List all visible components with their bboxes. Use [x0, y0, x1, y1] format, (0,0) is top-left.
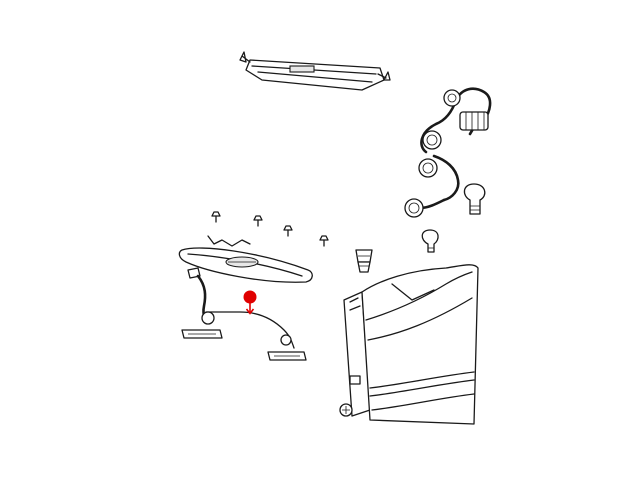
mounting-bolt[interactable]	[339, 403, 353, 417]
light-bar-push-pins[interactable]	[211, 211, 329, 247]
harness-connector-top	[443, 89, 461, 107]
mount-stud-right	[377, 71, 391, 81]
push-pin	[253, 215, 263, 227]
center-high-mount-stop-lamp[interactable]	[239, 51, 391, 91]
mount-stud-left	[239, 51, 251, 63]
license-plate-lamp-left	[181, 329, 223, 339]
tail-lamp-wiring-harness[interactable]	[404, 87, 492, 218]
license-plate-lamp-right	[267, 351, 307, 361]
tail-lamp-bulbs[interactable]	[421, 183, 486, 253]
bulb-socket-upper	[422, 130, 442, 150]
push-pin	[319, 235, 329, 247]
push-pin	[211, 211, 221, 223]
bulb-socket[interactable]	[355, 249, 373, 273]
license-plate-lamps[interactable]	[181, 329, 307, 361]
bulb-socket-lower	[404, 198, 424, 218]
harness-connector-right	[459, 111, 489, 131]
bulb-small	[421, 229, 439, 253]
highlight-marker[interactable]	[243, 290, 257, 315]
bulb-large	[463, 183, 486, 215]
bulb-socket-middle	[418, 158, 438, 178]
push-pin	[283, 225, 293, 237]
tail-lamp-assembly[interactable]	[343, 264, 479, 425]
light-bar-applique[interactable]	[178, 235, 313, 283]
